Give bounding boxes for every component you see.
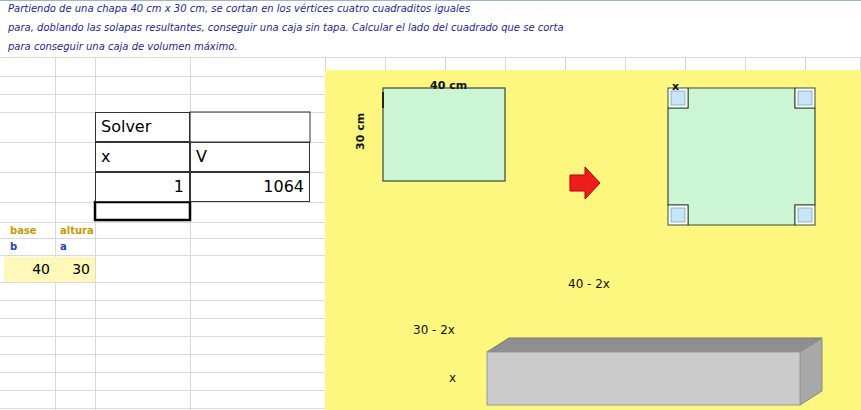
cut-sheet — [668, 88, 815, 225]
value-cell: 1 — [95, 172, 190, 202]
input-cell: 40 — [4, 257, 55, 282]
cut-square — [668, 205, 688, 225]
cut-square — [795, 205, 815, 225]
cell-text: 30 — [72, 262, 90, 277]
dimension-label: 30 cm — [355, 113, 367, 150]
problem-text: para conseguir una caja de volumen máxim… — [8, 41, 238, 52]
cell-text: V — [196, 148, 207, 166]
cut-square — [795, 88, 815, 108]
sheet-edge — [0, 0, 861, 1]
grid-lines — [0, 57, 861, 410]
cell-text: Solver — [101, 118, 151, 136]
metal-sheet — [383, 88, 505, 181]
problem-text: Partiendo de una chapa 40 cm x 30 cm, se… — [8, 3, 470, 14]
variable-name: b — [10, 241, 17, 252]
illustration-panel: 40 cm 30 cm x 40 - 2x 30 - 2x x — [325, 70, 861, 410]
dimension-label: x — [449, 372, 456, 385]
dimension-label: x — [672, 81, 679, 93]
cell-text: 1064 — [263, 178, 304, 196]
box-side — [800, 338, 822, 405]
grid-col-line — [190, 57, 191, 410]
cell-text: 1 — [174, 178, 184, 196]
column-header: altura — [60, 225, 94, 236]
sheet-illustration — [325, 70, 861, 410]
cell-text: 40 — [32, 262, 50, 277]
variable-name: a — [60, 241, 67, 252]
table-cell — [190, 112, 310, 142]
selected-cell — [95, 202, 190, 220]
box-top — [487, 338, 822, 352]
table-header-cell: Solver — [95, 112, 190, 142]
table-cell: x — [95, 142, 190, 172]
column-header: base — [10, 225, 37, 236]
table-cell: V — [190, 142, 310, 172]
grid-col-line — [55, 57, 56, 410]
dimension-label: 30 - 2x — [413, 324, 455, 337]
grid-col-line — [95, 57, 96, 410]
dimension-label: 40 cm — [430, 80, 467, 92]
dimension-label: 40 - 2x — [568, 278, 610, 291]
problem-text: para, doblando las solapas resultantes, … — [8, 22, 564, 33]
transform-arrow — [570, 167, 600, 199]
box-front — [487, 352, 800, 405]
grid-row-line — [0, 57, 861, 58]
cursor-mark — [382, 92, 384, 108]
cell-text: x — [101, 148, 110, 166]
value-cell: 1064 — [190, 172, 310, 202]
input-cell: 30 — [55, 257, 95, 282]
